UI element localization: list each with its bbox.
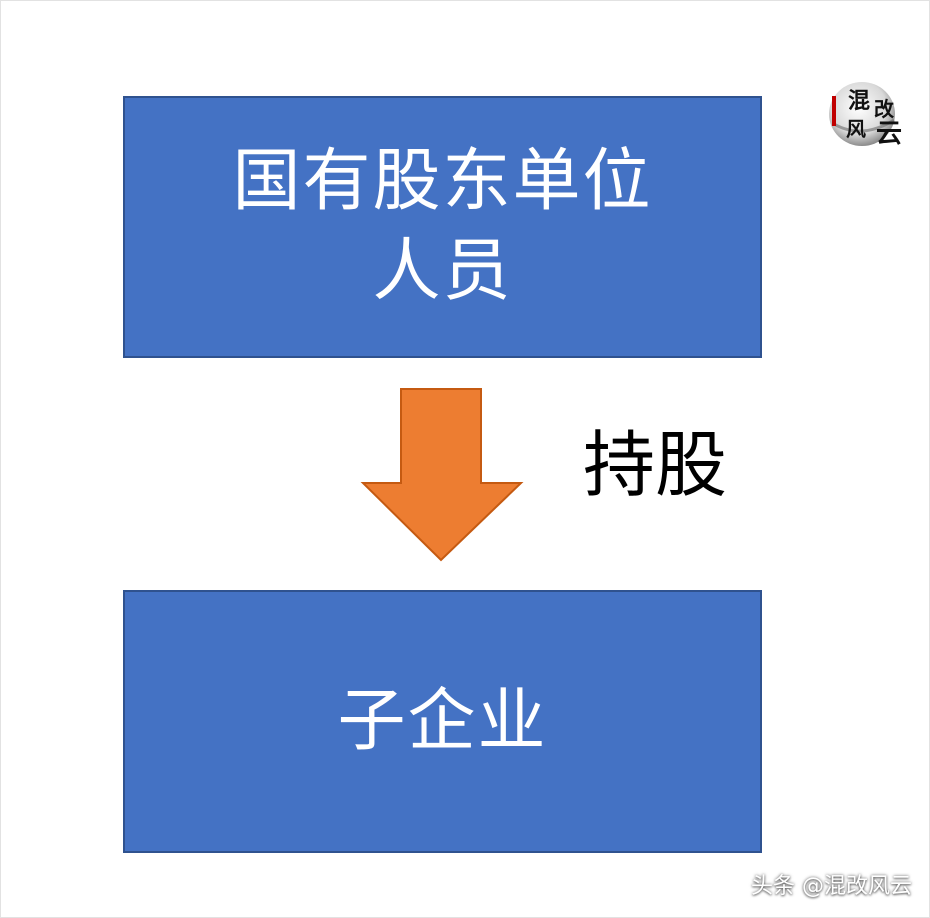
subsidiary-box: 子企业 bbox=[123, 590, 762, 853]
shareholder-personnel-box: 国有股东单位 人员 bbox=[123, 96, 762, 358]
platform-watermark: 头条 @混改风云 bbox=[751, 874, 912, 899]
svg-text:云: 云 bbox=[876, 119, 902, 148]
shareholder-box-line-1: 国有股东单位 bbox=[232, 142, 653, 221]
subsidiary-box-label: 子企业 bbox=[337, 681, 548, 761]
brand-logo-icon: 混 改 风 云 bbox=[829, 82, 902, 148]
svg-text:改: 改 bbox=[874, 97, 895, 121]
down-arrow-icon bbox=[360, 388, 524, 562]
holding-relation-label: 持股 bbox=[583, 423, 728, 507]
svg-text:风: 风 bbox=[846, 117, 866, 141]
shareholder-box-line-2: 人员 bbox=[372, 232, 513, 311]
svg-text:混: 混 bbox=[848, 88, 870, 114]
